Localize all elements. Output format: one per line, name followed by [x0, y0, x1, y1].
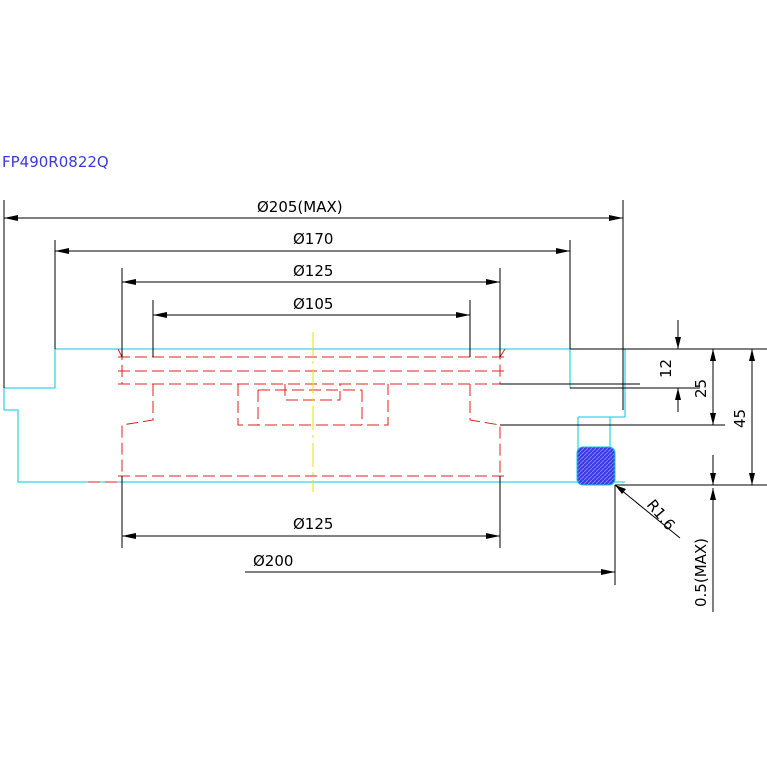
dim-d125-bottom: Ø125	[293, 515, 333, 533]
dim-d205: Ø205(MAX)	[257, 198, 343, 216]
seal-section	[576, 446, 616, 486]
dim-d200: Ø200	[253, 552, 293, 570]
drawing-title: FP490R0822Q	[2, 153, 109, 171]
hidden-lines	[88, 348, 506, 483]
dim-d125-top: Ø125	[293, 262, 333, 280]
dim-h12: 12	[657, 359, 675, 378]
dim-h25: 25	[692, 379, 710, 398]
dim-h45: 45	[731, 409, 749, 428]
dim-radius: R1.6	[643, 496, 679, 534]
dim-max05: 0.5(MAX)	[692, 538, 710, 607]
dimension-lines	[3, 200, 767, 612]
dim-d105: Ø105	[293, 295, 333, 313]
part-outline	[3, 348, 626, 483]
dim-d170: Ø170	[293, 230, 333, 248]
